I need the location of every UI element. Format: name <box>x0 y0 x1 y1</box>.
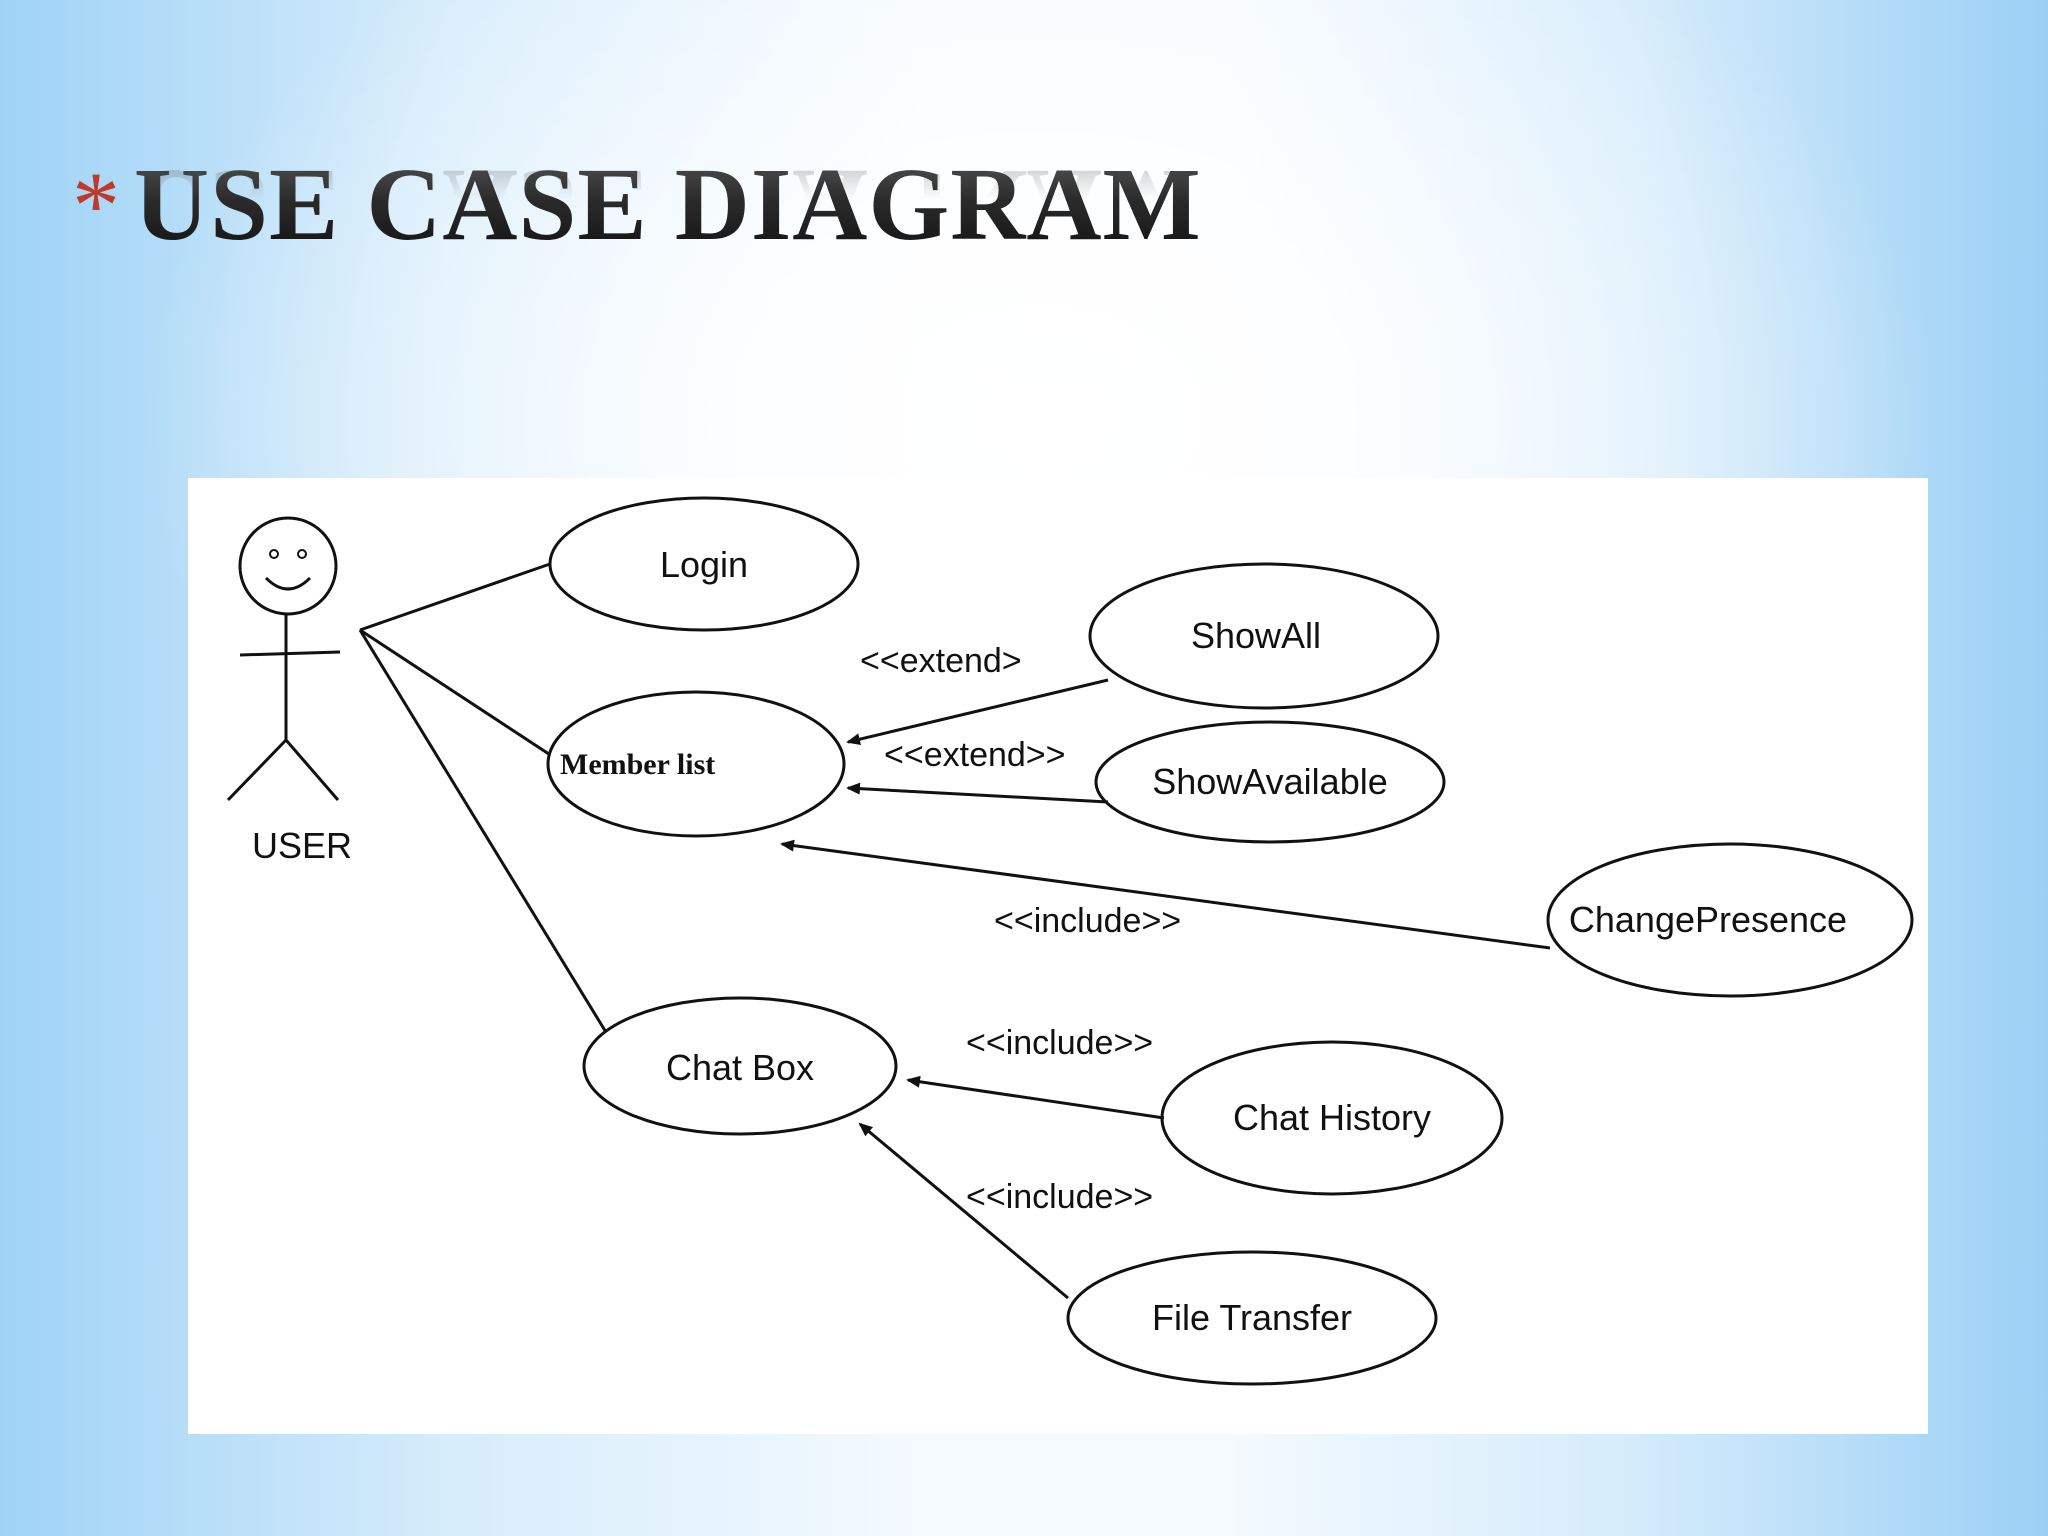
actor-user: USER <box>226 516 352 866</box>
actor-leg-right <box>284 739 340 801</box>
use-case-file-transfer-label: File Transfer <box>1152 1297 1352 1338</box>
use-case-chat-box: Chat Box <box>582 996 898 1136</box>
assoc-member-list <box>359 628 559 762</box>
use-case-show-available: ShowAvailable <box>1094 720 1446 844</box>
use-case-diagram: USER Login Member list ShowAll ShowAvail… <box>188 478 1928 1434</box>
assoc-chat-box <box>358 629 614 1043</box>
use-case-login-shape <box>548 496 860 632</box>
actor-eye-left <box>269 549 279 559</box>
use-case-show-all-shape <box>1088 562 1440 710</box>
use-case-change-presence: ChangePresence <box>1546 842 1914 998</box>
arrow-include-file-transfer <box>858 1122 1069 1300</box>
arrow-extend-show-available <box>846 782 1109 804</box>
diagram-canvas: USER Login Member list ShowAll ShowAvail… <box>226 496 1914 1386</box>
use-case-member-list-label: Member list <box>560 748 715 781</box>
assoc-login <box>359 562 551 632</box>
label-include-file-transfer: <<include>> <box>966 1178 1153 1216</box>
relationships: <<extend> <<extend>> <<include>> <<inclu… <box>780 642 1551 1300</box>
use-case-chat-box-label: Chat Box <box>666 1047 814 1088</box>
use-case-show-available-label: ShowAvailable <box>1152 761 1388 802</box>
use-case-show-available-shape <box>1094 720 1446 844</box>
arrow-include-chat-history <box>906 1075 1165 1120</box>
associations <box>358 562 614 1043</box>
actor-smile <box>264 576 312 591</box>
use-case-login-label: Login <box>660 544 748 585</box>
use-case-chat-history: Chat History <box>1160 1040 1504 1196</box>
actor-label: USER <box>252 825 352 866</box>
page-title: USE CASE DIAGRAM <box>134 147 1202 262</box>
use-case-chat-history-label: Chat History <box>1233 1097 1431 1138</box>
use-case-login: Login <box>548 496 860 632</box>
slide-title: * USE CASE DIAGRAM USE CASE DIAGRAM <box>72 147 1202 300</box>
label-extend-show-available: <<extend>> <box>884 736 1066 774</box>
title-wrap: USE CASE DIAGRAM USE CASE DIAGRAM <box>134 147 1202 263</box>
use-case-member-list-shape <box>546 690 846 838</box>
use-case-show-all-label: ShowAll <box>1191 615 1321 656</box>
label-include-chat-history: <<include>> <box>966 1024 1153 1062</box>
use-case-member-list: Member list <box>546 690 846 838</box>
title-bullet: * <box>72 152 120 259</box>
use-case-file-transfer-shape <box>1066 1250 1438 1386</box>
actor-leg-left <box>226 738 288 802</box>
actor-head <box>238 516 338 616</box>
use-case-change-presence-shape <box>1546 842 1914 998</box>
arrow-extend-show-all <box>846 678 1109 746</box>
actor-arms <box>239 650 341 657</box>
label-extend-show-all: <<extend> <box>860 642 1022 680</box>
use-case-file-transfer: File Transfer <box>1066 1250 1438 1386</box>
actor-eye-right <box>297 549 307 559</box>
use-case-chat-box-shape <box>582 996 898 1136</box>
use-case-show-all: ShowAll <box>1088 562 1440 710</box>
use-case-change-presence-label: ChangePresence <box>1569 899 1847 940</box>
arrow-include-change-presence <box>780 839 1551 950</box>
label-include-change-presence: <<include>> <box>994 902 1181 940</box>
